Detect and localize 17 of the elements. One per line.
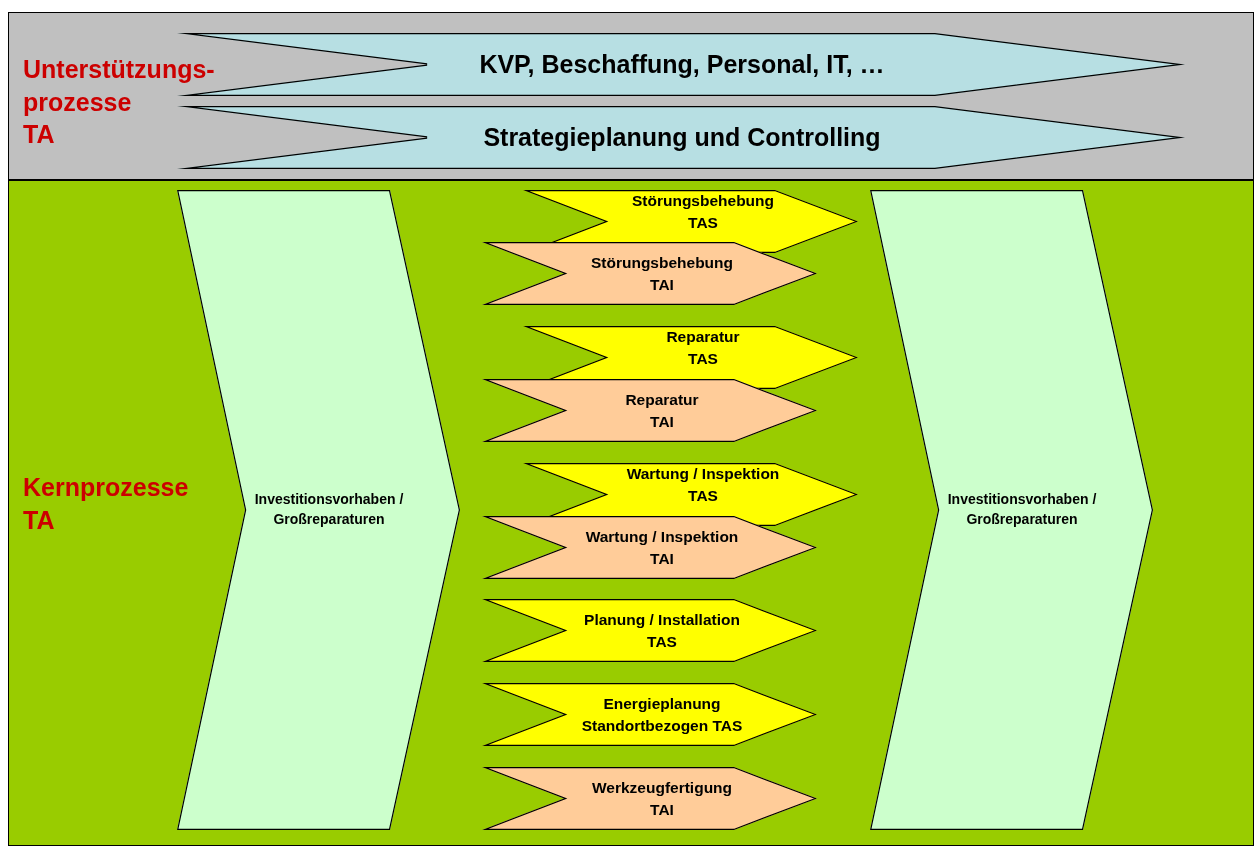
process-label: Planung / Installation TAS xyxy=(583,609,741,652)
process-label: Investitionsvorhaben / Großreparaturen xyxy=(253,490,405,529)
band-heading: Kernprozesse TA xyxy=(23,472,189,536)
process-label: Störungsbehebung TAI xyxy=(589,252,735,295)
process-label: Reparatur TAI xyxy=(624,389,700,432)
process-label: KVP, Beschaffung, Personal, IT, … xyxy=(479,49,885,80)
band-heading: Unterstützungs- prozesse TA xyxy=(23,54,215,150)
process-label: Wartung / Inspektion TAI xyxy=(584,526,740,569)
process-label: Energieplanung Standortbezogen TAS xyxy=(580,693,744,736)
process-band xyxy=(8,180,1254,846)
process-label: Wartung / Inspektion TAS xyxy=(625,464,781,506)
process-label: Werkzeugfertigung TAI xyxy=(590,777,734,820)
process-label: Investitionsvorhaben / Großreparaturen xyxy=(946,490,1098,529)
process-band xyxy=(8,12,1254,180)
process-label: Reparatur TAS xyxy=(665,327,741,369)
process-label: Störungsbehebung TAS xyxy=(630,191,776,233)
process-label: Strategieplanung und Controlling xyxy=(483,122,881,153)
